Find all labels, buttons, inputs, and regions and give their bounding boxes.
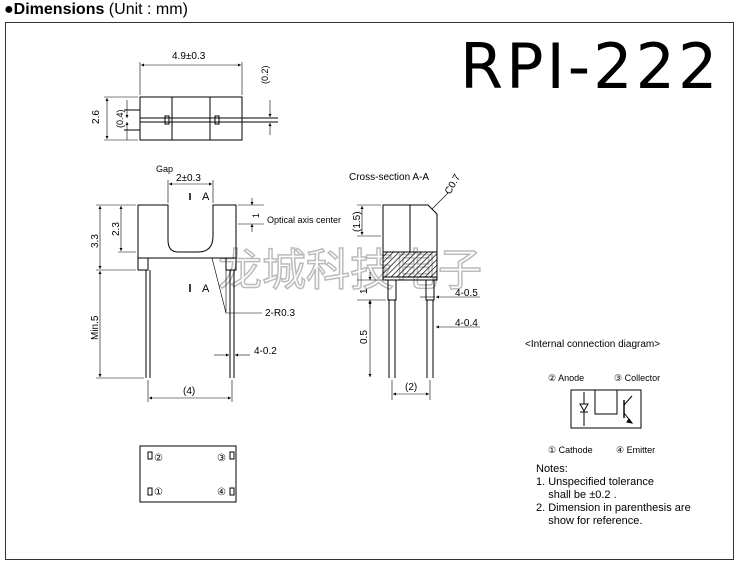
section-marker-bottom: A: [202, 283, 210, 295]
dim-1: 1: [359, 288, 370, 294]
watermark-text: 龙城科技电子: [218, 245, 482, 296]
note-line: shall be ±0.2 .: [536, 489, 617, 501]
drawing-frame: [5, 22, 734, 560]
gap-label: Gap: [156, 164, 173, 174]
pin-label-1: ①: [154, 487, 163, 498]
dim-pin-a: 4-0.5: [455, 288, 478, 299]
dim-1-5: (1.5): [352, 211, 363, 232]
dim-pitch-2: (2): [405, 382, 417, 393]
connection-title: <Internal connection diagram>: [525, 339, 660, 350]
connection-diagram: [570, 389, 642, 429]
dim-min-5: Min.5: [90, 315, 101, 340]
anode-label: ② Anode: [548, 373, 584, 383]
section-marker-top: A: [202, 191, 210, 203]
cross-section-title: Cross-section A-A: [349, 172, 429, 183]
dim-gap: 2±0.3: [176, 173, 201, 184]
note-line: show for reference.: [536, 515, 643, 527]
cathode-label: ① Cathode: [548, 445, 593, 455]
section-header: ●Dimensions (Unit : mm): [4, 1, 188, 19]
emitter-label: ④ Emitter: [616, 445, 655, 455]
pin-label-2: ②: [154, 453, 163, 464]
cross-section-view: [357, 192, 480, 400]
pin-label-3: ③: [217, 453, 226, 464]
dim-width: 4.9±0.3: [172, 51, 206, 62]
dim-0-4: (0.4): [115, 109, 125, 128]
dim-0-5: 0.5: [359, 330, 370, 344]
header-title: Dimensions: [13, 1, 105, 18]
front-view: [96, 180, 264, 402]
dim-2-3: 2.3: [111, 222, 122, 236]
bottom-view: [139, 445, 237, 503]
top-view: [104, 62, 278, 141]
notes-title: Notes:: [536, 463, 568, 475]
dim-pitch-4: (4): [183, 386, 195, 397]
part-number: RPI-222: [460, 30, 721, 103]
dim-radius: 2-R0.3: [265, 308, 295, 319]
collector-label: ③ Collector: [614, 373, 660, 383]
note-line: 1. Unspecified tolerance: [536, 476, 655, 488]
notes-block: Notes: 1. Unspecified tolerance shall be…: [536, 463, 691, 528]
optical-axis-label: Optical axis center: [267, 215, 341, 225]
dim-3-3: 3.3: [90, 234, 101, 248]
dim-pin-b: 4-0.4: [455, 318, 478, 329]
dim-chamfer: C0.7: [443, 172, 463, 196]
bullet-icon: ●: [4, 1, 14, 18]
pin-label-4: ④: [217, 487, 226, 498]
dim-pin-width: 4-0.2: [254, 346, 277, 357]
dim-optical: 1: [251, 213, 261, 218]
dim-height-2-6: 2.6: [91, 110, 102, 124]
note-line: 2. Dimension in parenthesis are: [536, 502, 691, 514]
header-unit: (Unit : mm): [104, 1, 188, 18]
dim-0-2: (0.2): [260, 65, 270, 84]
